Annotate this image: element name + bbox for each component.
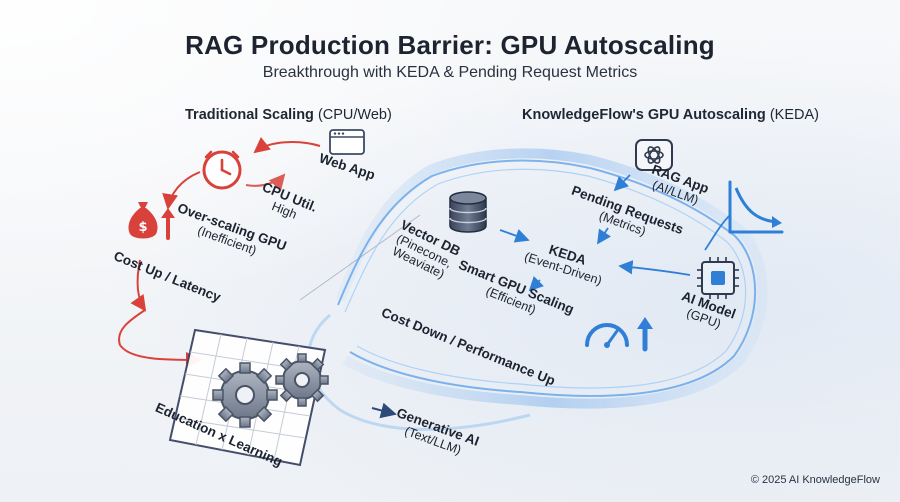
gear-small-icon — [275, 353, 329, 407]
arrow-db-to-keda — [499, 228, 530, 243]
arrow-model-to-keda — [618, 260, 691, 276]
arrow-to-education — [118, 309, 202, 368]
gear-large-icon — [212, 362, 278, 428]
arrow-rag-to-pending — [613, 174, 631, 192]
arrow-clock-to-money — [162, 171, 201, 210]
arrow-clock-to-cpu — [245, 173, 286, 191]
vector-db-icon — [449, 191, 487, 233]
copyright-notice: © 2025 AI KnowledgeFlow — [750, 474, 880, 486]
page-subtitle: Breakthrough with KEDA & Pending Request… — [262, 64, 638, 81]
arrow-to-generative-ai — [371, 402, 397, 419]
gauge-up-icon — [585, 317, 653, 352]
web-app-window-icon — [329, 129, 365, 155]
red-cycle-arrows — [118, 137, 321, 368]
page-title: RAG Production Barrier: GPU Autoscaling — [185, 30, 715, 60]
rag-app-icon — [635, 139, 673, 171]
clock-icon — [202, 150, 242, 190]
blue-flow-ribbon — [307, 148, 768, 431]
gpu-chip-icon — [697, 257, 739, 299]
money-bag-up-icon: $ — [128, 202, 175, 240]
arrow-keda-to-scaling — [528, 275, 545, 292]
decline-chart-icon — [728, 180, 784, 234]
arrow-cost-down-loop — [130, 259, 147, 312]
arrow-model-to-rag — [704, 214, 731, 251]
arrow-pending-to-keda — [597, 227, 611, 245]
right-section-title: KnowledgeFlow's GPU Autoscaling (KEDA) — [522, 107, 819, 123]
svg-text:$: $ — [138, 220, 147, 235]
left-section-title: Traditional Scaling (CPU/Web) — [185, 107, 392, 123]
arrow-web-to-clock — [253, 137, 321, 154]
